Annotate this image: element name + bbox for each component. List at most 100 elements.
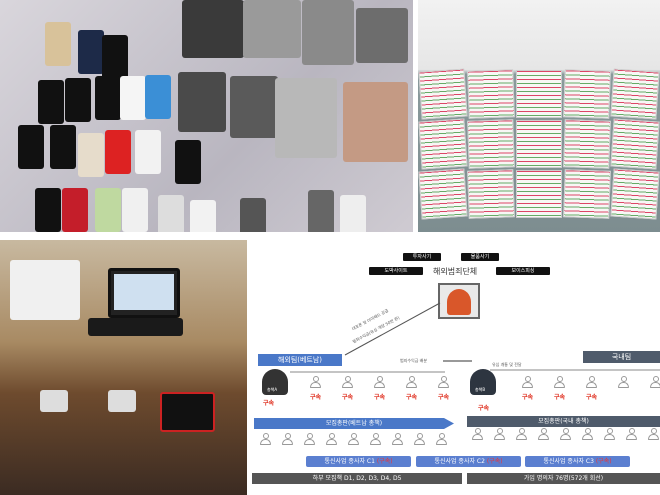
person-icon — [560, 428, 571, 442]
phone — [45, 22, 71, 66]
person-icon — [260, 433, 271, 447]
person-icon — [494, 428, 505, 442]
tablet — [343, 82, 408, 162]
laptop — [108, 268, 180, 318]
recruit-domestic-bar: 모집총판(국내 총책) — [467, 416, 660, 427]
tablet — [178, 72, 226, 132]
phone — [35, 188, 61, 232]
phone — [120, 76, 146, 120]
phone — [135, 130, 161, 174]
person-icon — [538, 428, 549, 442]
document-sheet — [467, 69, 515, 119]
person-icon — [648, 428, 659, 442]
arrested-label: 구속 — [554, 394, 566, 401]
person-icon — [604, 428, 615, 442]
tablet — [275, 78, 337, 158]
telecom-c2: 통신사업 종사자 C2 (구속) — [416, 456, 521, 467]
tablet — [182, 0, 244, 58]
person-icon — [406, 376, 417, 390]
crime-type-tag: 물품사기 — [461, 253, 499, 261]
document-sheet — [516, 70, 562, 118]
phone — [78, 30, 104, 74]
phone — [102, 35, 128, 79]
connector-lines — [290, 302, 660, 373]
phone — [105, 130, 131, 174]
document-sheet — [467, 169, 515, 219]
boss-a-icon — [262, 369, 288, 395]
document-sheet — [563, 119, 611, 169]
person-icon — [342, 376, 353, 390]
arrested-label: 구속 — [406, 394, 418, 401]
person-icon — [626, 428, 637, 442]
telecom-label: 통신사업 종사자 C2 — [434, 458, 485, 465]
document-sheet — [418, 168, 468, 220]
telecom-label: 통신사업 종사자 C3 — [543, 458, 594, 465]
distribution-label: 범죄수익금 배분 — [400, 358, 428, 363]
office-equipment-photo — [0, 240, 247, 495]
arrested-label: 구속 — [438, 394, 450, 401]
keyboard — [88, 318, 183, 336]
phone — [308, 190, 334, 232]
document-sheet — [418, 118, 468, 170]
person-icon — [438, 376, 449, 390]
org-title: 해외범죄단체 — [433, 267, 478, 276]
person-icon — [650, 376, 660, 390]
arrested-label: 구속 — [522, 394, 534, 401]
tablet — [243, 0, 301, 58]
mini-pc — [40, 390, 68, 412]
arrested-label: (구속) — [595, 458, 612, 465]
document-sheet — [563, 169, 611, 219]
phone — [95, 188, 121, 232]
phone — [62, 188, 88, 232]
seized-devices-photo — [0, 0, 413, 232]
arrested-label: 구속 — [263, 400, 275, 407]
crime-type-tag: 보이스피싱 — [496, 267, 550, 275]
phone — [38, 80, 64, 124]
document-sheet — [467, 119, 515, 169]
usim-label: 유심 개통 및 전달 — [492, 362, 522, 367]
document-sheet — [610, 168, 660, 220]
arrested-label: 구속 — [478, 405, 490, 412]
phone — [145, 75, 171, 119]
crime-type-tag: 도박사이트 — [369, 267, 423, 275]
phone — [158, 195, 184, 232]
phone — [240, 198, 266, 232]
person-icon — [618, 376, 629, 390]
document-sheet — [610, 68, 660, 120]
phone — [95, 76, 121, 120]
person-icon — [472, 428, 483, 442]
phone — [190, 200, 216, 232]
person-icon — [304, 433, 315, 447]
document-sheet — [563, 69, 611, 119]
boss-b-label: 총책B — [475, 387, 486, 392]
tablet — [356, 8, 408, 63]
tablet — [230, 76, 278, 138]
arrested-label: 구속 — [374, 394, 386, 401]
person-icon — [516, 428, 527, 442]
crime-organization-diagram: 투자사기 물품사기 도박사이트 보이스피싱 해외범죄단체 대포폰 및 아이패드 … — [250, 245, 660, 495]
person-icon — [282, 433, 293, 447]
documents-photo — [418, 0, 660, 232]
document-sheet — [610, 118, 660, 170]
person-icon — [582, 428, 593, 442]
person-icon — [414, 433, 425, 447]
arrested-label: (구속) — [376, 458, 393, 465]
person-icon — [522, 376, 533, 390]
recruit-vietnam-bar: 모집총판(베트남 총책) — [254, 418, 454, 429]
sub-recruiters-bar: 하부 모집책 D1, D2, D3, D4, D5 — [252, 473, 462, 484]
person-icon — [436, 433, 447, 447]
overseas-team-label: 해외팀(베트남) — [258, 354, 342, 366]
person-icon — [586, 376, 597, 390]
criminal-boss-icon — [438, 283, 480, 319]
phone — [50, 125, 76, 169]
person-icon — [348, 433, 359, 447]
telecom-c1: 통신사업 종사자 C1 (구속) — [306, 456, 411, 467]
document-sheet — [516, 170, 562, 218]
printer — [10, 260, 80, 320]
phone — [122, 188, 148, 232]
document-sheet — [516, 120, 562, 168]
person-icon — [374, 376, 385, 390]
arrested-label: (구속) — [486, 458, 503, 465]
boss-b-icon — [470, 369, 496, 395]
phone — [340, 195, 366, 232]
